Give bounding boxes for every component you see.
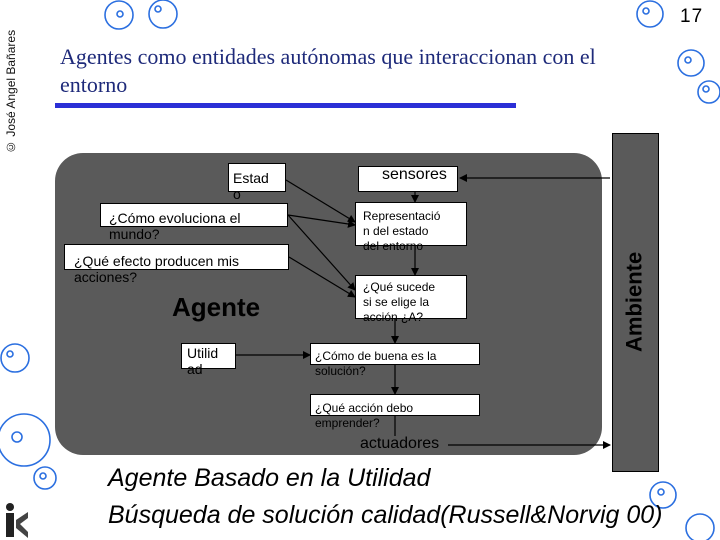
actuadores-label: actuadores: [360, 435, 440, 452]
sensores-box: [358, 166, 458, 192]
bubble-icon: [684, 56, 692, 64]
slide-number: 17: [680, 6, 704, 27]
caption-line1: Agente Basado en la Utilidad: [108, 464, 431, 492]
bubble-icon: [702, 85, 710, 93]
bubble-icon: [649, 481, 677, 509]
estado-label: Estad o: [233, 170, 269, 202]
bubble-icon: [11, 431, 23, 443]
caption-line2: Búsqueda de solución calidad(Russell&Nor…: [108, 501, 663, 529]
representacion-label: Representació n del estado del entorno: [363, 209, 441, 253]
bubble-icon: [0, 413, 51, 467]
agente-label: Agente: [172, 292, 261, 322]
bubble-icon: [33, 466, 57, 490]
arrow-evoluciona-sucede: [287, 214, 356, 291]
como-evoluciona-box: [100, 203, 288, 227]
que-sucede-box: [355, 275, 467, 319]
bubble-icon: [148, 0, 178, 29]
bubble-icon: [154, 5, 162, 13]
bubble-icon: [6, 350, 14, 358]
bubble-icon: [104, 0, 134, 30]
bubble-icon: [697, 80, 720, 104]
representacion-box: [355, 202, 467, 246]
bubble-icon: [116, 10, 124, 18]
bubble-icon: [39, 472, 47, 480]
arrow-efecto-sucede: [288, 256, 356, 298]
utilidad-label: Utilid ad: [187, 345, 219, 377]
bubble-icon: [677, 49, 705, 77]
bubble-icon: [685, 513, 715, 540]
slide-title: Agentes como entidades autónomas que int…: [60, 44, 596, 97]
que-efecto-label: ¿Qué efecto producen mis acciones?: [74, 253, 239, 285]
como-de-buena-label: ¿Cómo de buena es la solución?: [315, 349, 437, 378]
como-evoluciona-label: ¿Cómo evoluciona el mundo?: [109, 210, 241, 242]
bubble-icon: [636, 0, 664, 28]
ambiente-box: [612, 133, 659, 472]
bubble-icon: [0, 343, 30, 373]
sensores-label: sensores: [382, 166, 447, 183]
estado-box: [228, 163, 286, 192]
bubble-icon: [642, 7, 650, 15]
bubble-icon: [657, 488, 665, 496]
arrow-evoluciona-representacion: [287, 214, 356, 228]
title-underline: [55, 103, 516, 108]
arrow-estado-representacion: [285, 179, 356, 223]
que-efecto-box: [64, 244, 289, 270]
que-sucede-label: ¿Qué sucede si se elige la acción ¿A?: [363, 280, 436, 324]
utilidad-box: [181, 343, 236, 369]
logo-icon: [6, 503, 28, 538]
que-accion-label: ¿Qué acción debo emprender?: [315, 401, 414, 430]
